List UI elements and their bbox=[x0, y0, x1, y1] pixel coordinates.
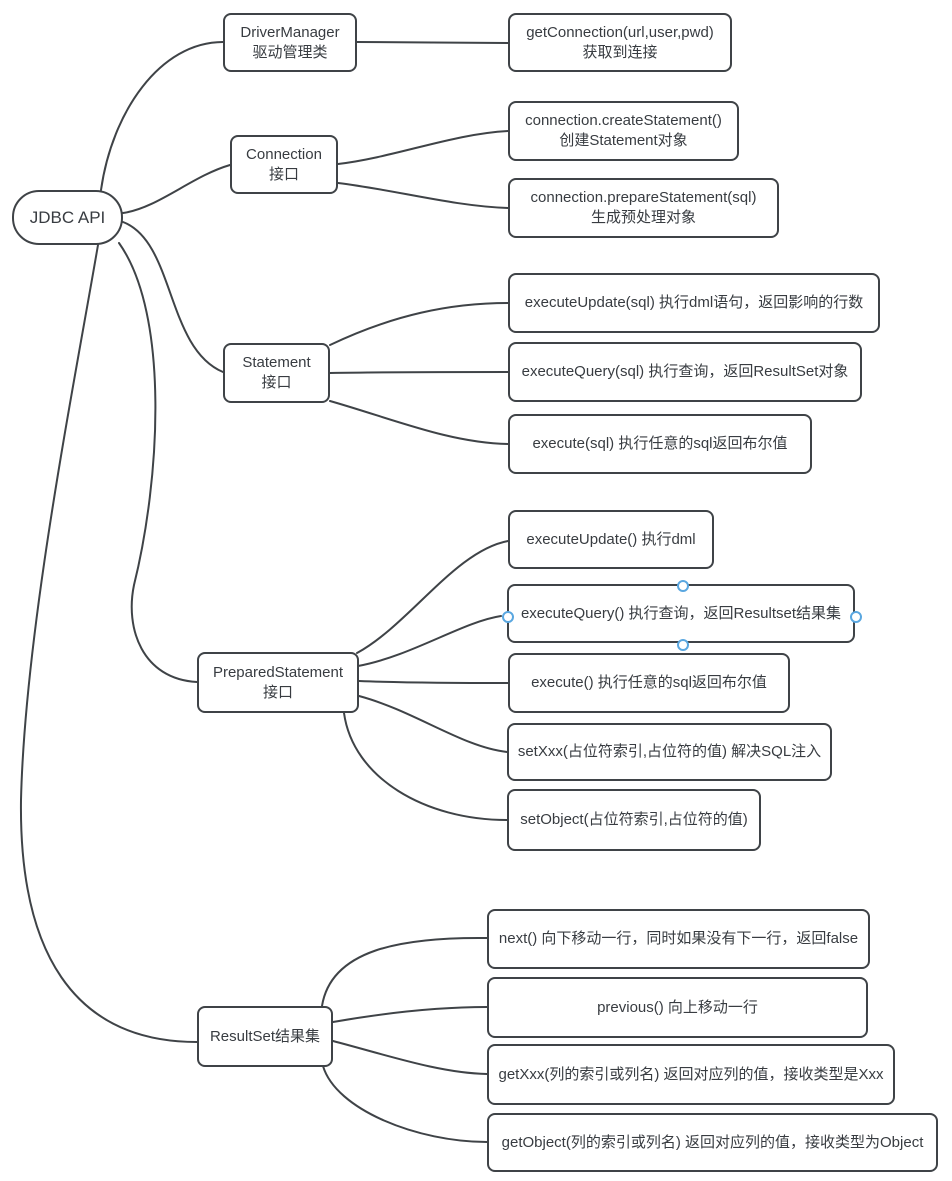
edge-preparedstatement-executeupdate bbox=[356, 540, 509, 654]
node-label: 接口 bbox=[268, 165, 299, 183]
node-label: next() 向下移动一行，同时如果没有下一行，返回false bbox=[498, 930, 859, 947]
selection-handle-right[interactable] bbox=[850, 611, 862, 623]
node-label: PreparedStatement bbox=[212, 663, 344, 681]
node-next[interactable]: next() 向下移动一行，同时如果没有下一行，返回false bbox=[487, 909, 870, 969]
node-drivermanager[interactable]: DriverManager 驱动管理类 bbox=[223, 13, 357, 72]
node-label: setXxx(占位符索引,占位符的值) 解决SQL注入 bbox=[517, 743, 822, 760]
node-label: executeQuery() 执行查询，返回Resultset结果集 bbox=[520, 604, 842, 622]
node-label: 获取到连接 bbox=[582, 43, 658, 61]
node-label: getXxx(列的索引或列名) 返回对应列的值，接收类型是Xxx bbox=[498, 1065, 884, 1083]
edge-statement-execute bbox=[329, 400, 509, 445]
node-label: Statement bbox=[242, 354, 311, 371]
node-getxxx[interactable]: getXxx(列的索引或列名) 返回对应列的值，接收类型是Xxx bbox=[487, 1044, 895, 1105]
edge-statement-executequery bbox=[329, 371, 509, 374]
node-createstatement[interactable]: connection.createStatement() 创建Statement… bbox=[508, 101, 739, 161]
edge-resultset-getxxx bbox=[332, 1040, 488, 1075]
node-label: 接口 bbox=[262, 683, 293, 701]
node-previous[interactable]: previous() 向上移动一行 bbox=[487, 977, 868, 1038]
edge-root-drivermanager bbox=[100, 41, 224, 191]
edge-resultset-next bbox=[321, 936, 488, 1007]
node-statement[interactable]: Statement 接口 bbox=[223, 343, 330, 403]
edge-connection-createstatement bbox=[337, 130, 509, 165]
node-preparestatement[interactable]: connection.prepareStatement(sql) 生成预处理对象 bbox=[508, 178, 779, 238]
node-ps-executequery[interactable]: executeQuery() 执行查询，返回Resultset结果集 bbox=[507, 584, 855, 643]
node-resultset[interactable]: ResultSet结果集 bbox=[197, 1006, 333, 1067]
node-label: getObject(列的索引或列名) 返回对应列的值，接收类型为Object bbox=[501, 1133, 924, 1151]
edge-resultset-getobject bbox=[322, 1065, 488, 1143]
node-label: 生成预处理对象 bbox=[590, 209, 696, 226]
selection-handle-bottom[interactable] bbox=[677, 639, 689, 651]
edge-preparedstatement-executequery bbox=[357, 615, 502, 667]
edge-root-resultset bbox=[19, 244, 198, 1043]
edge-preparedstatement-execute bbox=[358, 680, 509, 684]
edge-root-connection bbox=[122, 164, 231, 214]
node-getobject[interactable]: getObject(列的索引或列名) 返回对应列的值，接收类型为Object bbox=[487, 1113, 938, 1172]
node-ps-execute[interactable]: execute() 执行任意的sql返回布尔值 bbox=[508, 653, 790, 713]
edge-preparedstatement-setxxx bbox=[358, 695, 508, 753]
node-label: connection.prepareStatement(sql) bbox=[530, 189, 757, 206]
node-label: JDBC API bbox=[29, 207, 106, 227]
node-executequery-sql[interactable]: executeQuery(sql) 执行查询，返回ResultSet对象 bbox=[508, 342, 862, 402]
edge-statement-executeupdate bbox=[329, 302, 509, 346]
node-label: execute() 执行任意的sql返回布尔值 bbox=[531, 674, 767, 691]
edge-preparedstatement-setobject bbox=[343, 712, 508, 821]
node-getconnection[interactable]: getConnection(url,user,pwd) 获取到连接 bbox=[508, 13, 732, 72]
selection-handle-left[interactable] bbox=[502, 611, 514, 623]
node-label: 驱动管理类 bbox=[252, 43, 328, 61]
node-label: 创建Statement对象 bbox=[559, 132, 688, 149]
node-label: executeQuery(sql) 执行查询，返回ResultSet对象 bbox=[521, 363, 849, 380]
node-label: 接口 bbox=[261, 374, 292, 391]
selection-handle-top[interactable] bbox=[677, 580, 689, 592]
node-label: Connection bbox=[246, 145, 322, 163]
edge-connection-preparestatement bbox=[337, 182, 509, 209]
node-preparedstatement[interactable]: PreparedStatement 接口 bbox=[197, 652, 359, 713]
node-label: executeUpdate() 执行dml bbox=[526, 530, 696, 548]
node-execute-sql[interactable]: execute(sql) 执行任意的sql返回布尔值 bbox=[508, 414, 812, 474]
node-connection[interactable]: Connection 接口 bbox=[230, 135, 338, 194]
node-executeupdate-sql[interactable]: executeUpdate(sql) 执行dml语句，返回影响的行数 bbox=[508, 273, 880, 333]
node-label: previous() 向上移动一行 bbox=[597, 998, 758, 1016]
node-setobject[interactable]: setObject(占位符索引,占位符的值) bbox=[507, 789, 761, 851]
edge-root-preparedstatement bbox=[118, 242, 198, 683]
node-label: executeUpdate(sql) 执行dml语句，返回影响的行数 bbox=[524, 294, 864, 311]
edge-resultset-previous bbox=[332, 1006, 488, 1023]
node-jdbc-api[interactable]: JDBC API bbox=[12, 190, 123, 245]
node-label: DriverManager bbox=[240, 23, 340, 41]
node-label: getConnection(url,user,pwd) bbox=[526, 23, 714, 41]
node-label: execute(sql) 执行任意的sql返回布尔值 bbox=[532, 435, 788, 452]
edge-root-statement bbox=[122, 221, 224, 373]
node-label: ResultSet结果集 bbox=[209, 1027, 321, 1045]
node-label: setObject(占位符索引,占位符的值) bbox=[520, 811, 748, 828]
node-setxxx[interactable]: setXxx(占位符索引,占位符的值) 解决SQL注入 bbox=[507, 723, 832, 781]
node-label: connection.createStatement() bbox=[525, 112, 722, 129]
node-ps-executeupdate[interactable]: executeUpdate() 执行dml bbox=[508, 510, 714, 569]
edge-drivermanager-getconnection bbox=[356, 41, 509, 44]
